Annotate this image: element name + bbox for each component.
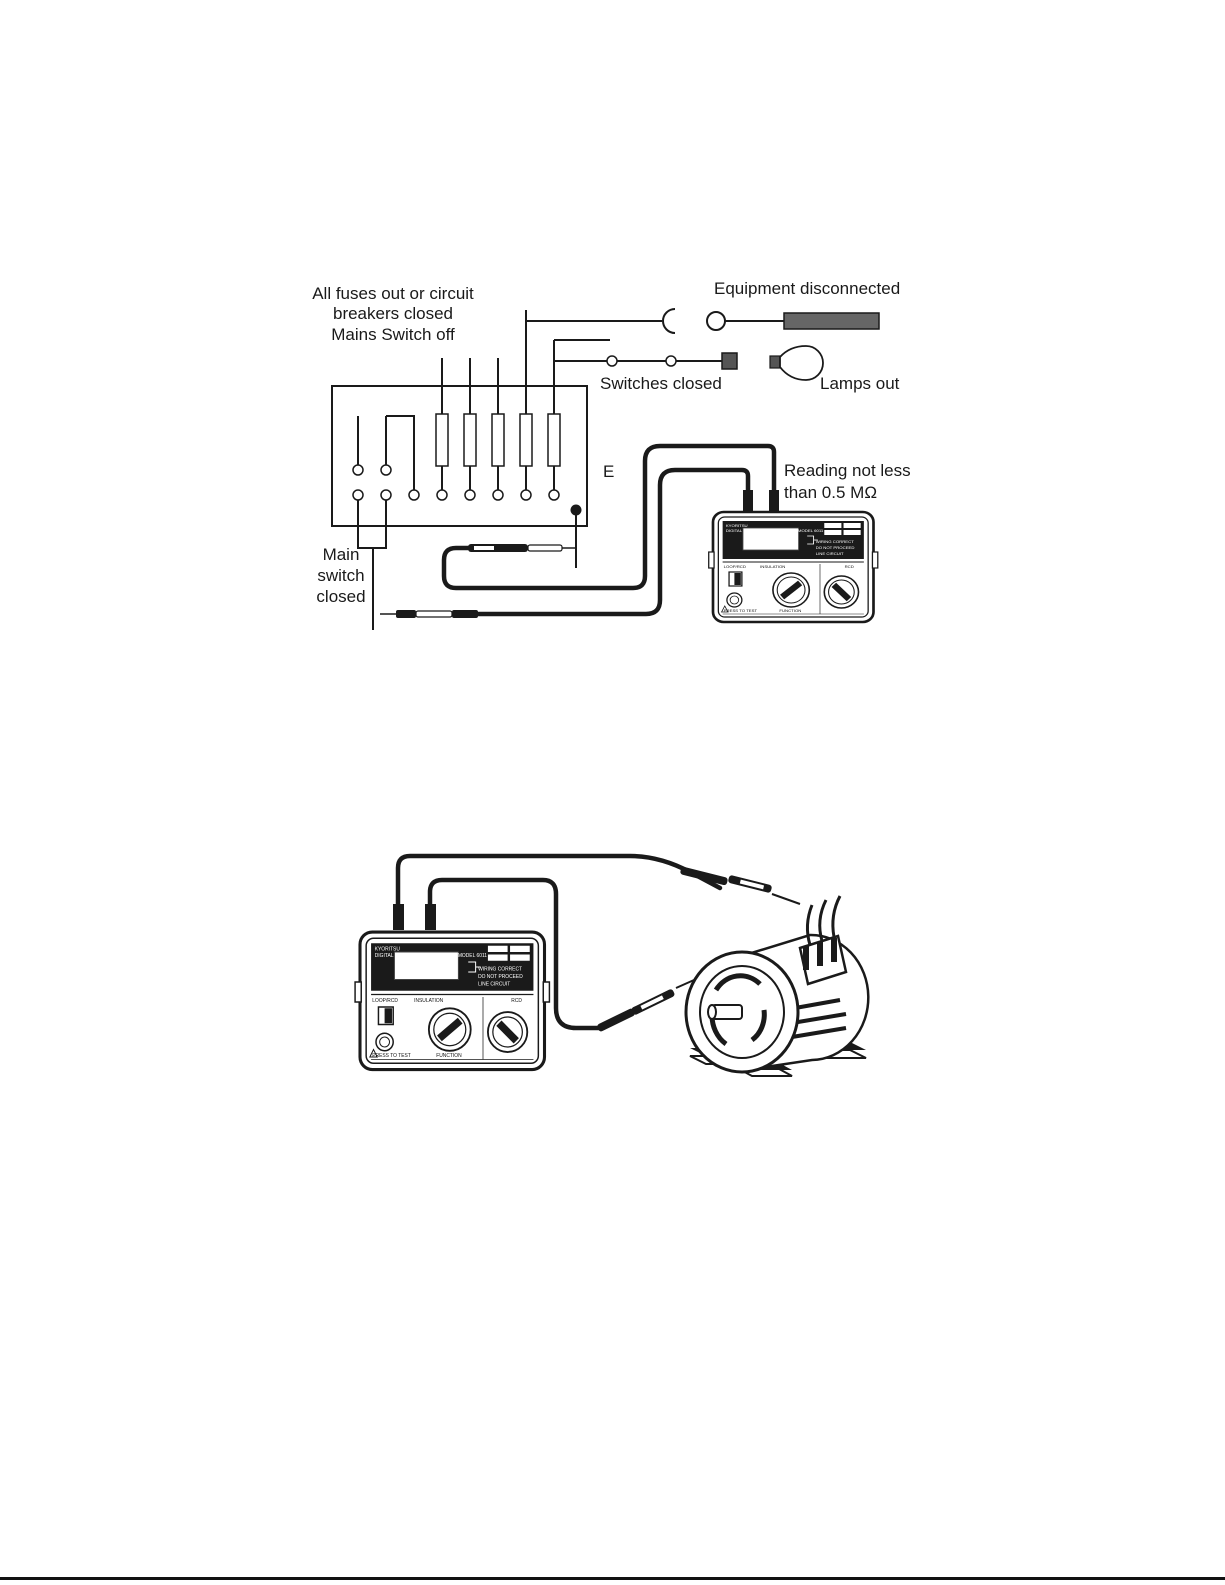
tester-status-2: DO NOT PROCEED <box>478 974 523 980</box>
electric-motor-icon <box>684 895 870 1077</box>
multifunction-tester: KYORITSU DIGITAL MULTI FUNCTION TESTER M… <box>353 930 551 1072</box>
fuse-1 <box>435 358 449 501</box>
fuse-ways <box>435 310 561 501</box>
switches-closed-label: Switches closed <box>600 374 722 393</box>
tester-brand: KYORITSU <box>375 947 401 953</box>
lamps-out-label: Lamps out <box>820 374 900 393</box>
main-switch-note: Main switch closed <box>316 545 365 606</box>
tester-loop-rcd: LOOP/RCD <box>724 564 746 569</box>
tester-function: FUNCTION <box>436 1053 462 1059</box>
switch-contact-icon <box>665 355 677 367</box>
motor-test-diagram: KYORITSU DIGITAL MULTI FUNCTION TESTER M… <box>353 853 870 1077</box>
test-probe <box>680 866 801 905</box>
tester-insulation: INSULATION <box>760 564 785 569</box>
reading-note-line-2: than 0.5 MΩ <box>784 483 877 502</box>
tester-status-1: WIRING CORRECT <box>816 539 855 544</box>
main-switch-line-3: closed <box>316 587 365 606</box>
fuse-4 <box>519 310 533 501</box>
multifunction-tester: KYORITSU DIGITAL MULTI FUNCTION TESTER M… <box>707 510 880 624</box>
lead-plug <box>769 490 779 512</box>
reading-note: Reading not less than 0.5 MΩ <box>784 461 911 502</box>
tester-model: DIGITAL MULTI FUNCTION TESTER MODEL 6011 <box>375 953 488 959</box>
earth-terminal-label: E <box>603 462 614 481</box>
tester-function: FUNCTION <box>779 608 801 613</box>
reading-note-line-1: Reading not less <box>784 461 911 480</box>
installation-test-diagram: All fuses out or circuit breakers closed… <box>312 279 911 630</box>
lamp-holder-icon <box>721 352 738 370</box>
tester-press: PRESS TO TEST <box>724 608 758 613</box>
socket-outlet-icon <box>662 308 676 334</box>
tester-press: PRESS TO TEST <box>372 1053 410 1059</box>
main-switch-line-2: switch <box>317 566 364 585</box>
earth-terminal <box>570 504 582 568</box>
tester-rcd: RCD <box>511 998 522 1004</box>
tester-status-1: WIRING CORRECT <box>478 967 522 973</box>
test-lead <box>427 877 603 1031</box>
main-switch <box>352 415 420 630</box>
tester-brand: KYORITSU <box>726 523 748 528</box>
tester-loop-rcd: LOOP/RCD <box>372 998 398 1004</box>
lead-plug <box>743 490 753 512</box>
plug-pin-icon <box>706 311 726 331</box>
test-probe <box>380 610 478 618</box>
consumer-unit <box>331 385 588 527</box>
fuse-5 <box>547 340 561 501</box>
equipment-circuit <box>526 308 880 334</box>
tester-rcd: RCD <box>845 564 854 569</box>
tester-status-3: LINE CIRCUIT <box>478 982 510 988</box>
fuses-note: All fuses out or circuit breakers closed… <box>312 284 474 344</box>
test-lead <box>395 853 723 913</box>
lamp-bulb-icon <box>769 345 824 381</box>
test-leads <box>380 443 779 618</box>
lead-plug <box>425 904 436 930</box>
fuses-note-line-2: breakers closed <box>333 304 453 323</box>
main-switch-line-1: Main <box>323 545 360 564</box>
page-bottom-rule <box>0 1577 1225 1580</box>
lead-plug <box>393 904 404 930</box>
tester-insulation: INSULATION <box>414 998 444 1004</box>
lighting-circuit <box>554 339 824 381</box>
equipment-disconnected-label: Equipment disconnected <box>714 279 900 298</box>
fuse-3 <box>491 358 505 501</box>
fuses-note-line-1: All fuses out or circuit <box>312 284 474 303</box>
test-probe <box>468 544 576 552</box>
tester-model: DIGITAL MULTI FUNCTION TESTER MODEL 6011 <box>726 528 824 533</box>
test-probe <box>597 971 713 1032</box>
equipment-bar-icon <box>783 312 880 330</box>
switch-contact-icon <box>606 355 618 367</box>
fuses-note-line-3: Mains Switch off <box>331 325 455 344</box>
tester-status-2: DO NOT PROCEED <box>816 545 855 550</box>
tester-status-3: LINE CIRCUIT <box>816 551 844 556</box>
fuse-2 <box>463 358 477 501</box>
